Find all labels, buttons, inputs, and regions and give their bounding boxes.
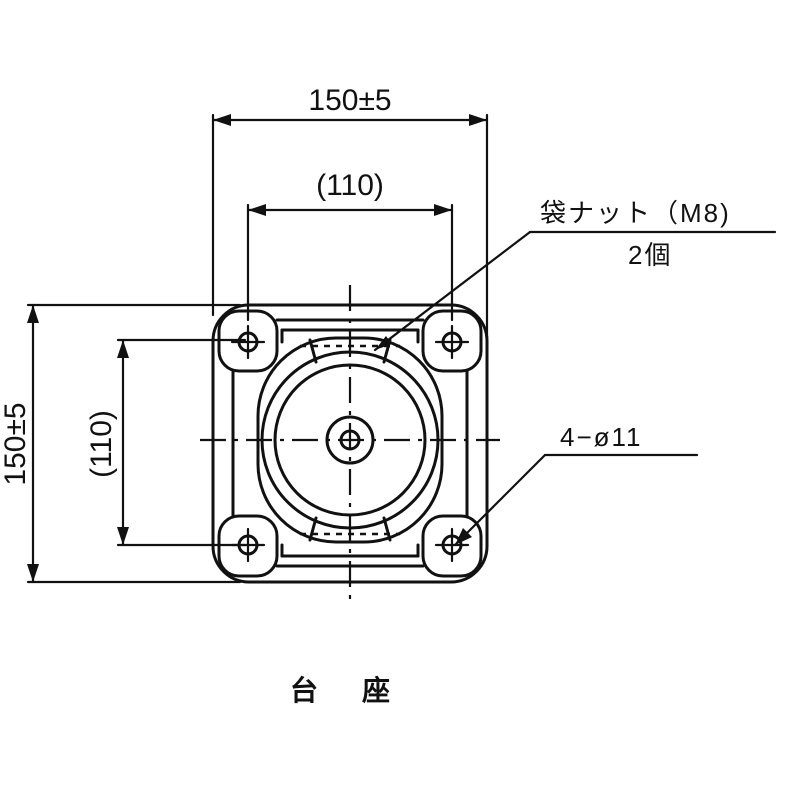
drawing-title: 台座: [290, 674, 434, 706]
dim-overall-height-label: 150±5: [0, 402, 32, 485]
callout-nut-line1: 袋ナット（M8): [540, 198, 731, 228]
dim-inner-height-label: (110): [85, 410, 118, 478]
center-lines: [200, 285, 500, 600]
dim-overall-width-label: 150±5: [308, 84, 391, 117]
callout-nut-line2: 2個: [628, 240, 672, 270]
callout-holes-label: 4−ø11: [560, 422, 643, 452]
callout-holes: 4−ø11: [453, 422, 699, 547]
dimension-inner-width: (110): [246, 169, 454, 322]
callout-cap-nut: 袋ナット（M8) 2個: [373, 198, 777, 352]
dimension-overall-height: 150±5: [0, 303, 242, 584]
dimension-inner-height: (110): [85, 338, 247, 547]
dim-inner-width-label: (110): [316, 169, 384, 202]
mounting-holes: [230, 324, 470, 563]
